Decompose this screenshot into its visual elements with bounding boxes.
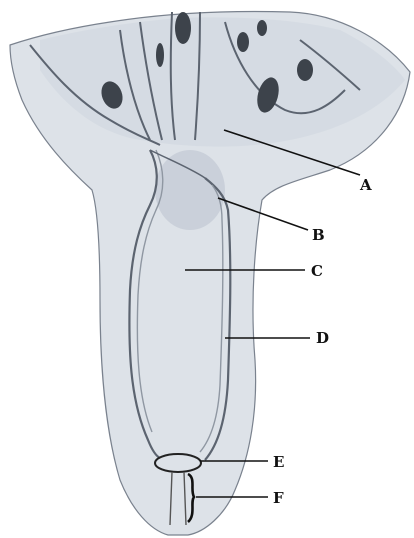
label-a: A bbox=[359, 176, 372, 194]
label-c: C bbox=[311, 262, 323, 280]
pulp-spot-6 bbox=[297, 59, 313, 81]
pulp-spot-7 bbox=[156, 43, 164, 67]
pulp-spot-2 bbox=[175, 12, 191, 44]
pulp-spot-3 bbox=[237, 32, 249, 52]
label-f: F bbox=[273, 489, 284, 507]
label-e: E bbox=[273, 453, 284, 471]
label-d: D bbox=[316, 329, 329, 347]
label-b: B bbox=[312, 226, 325, 244]
central-shading bbox=[155, 150, 225, 230]
pulp-spot-4 bbox=[257, 20, 267, 36]
